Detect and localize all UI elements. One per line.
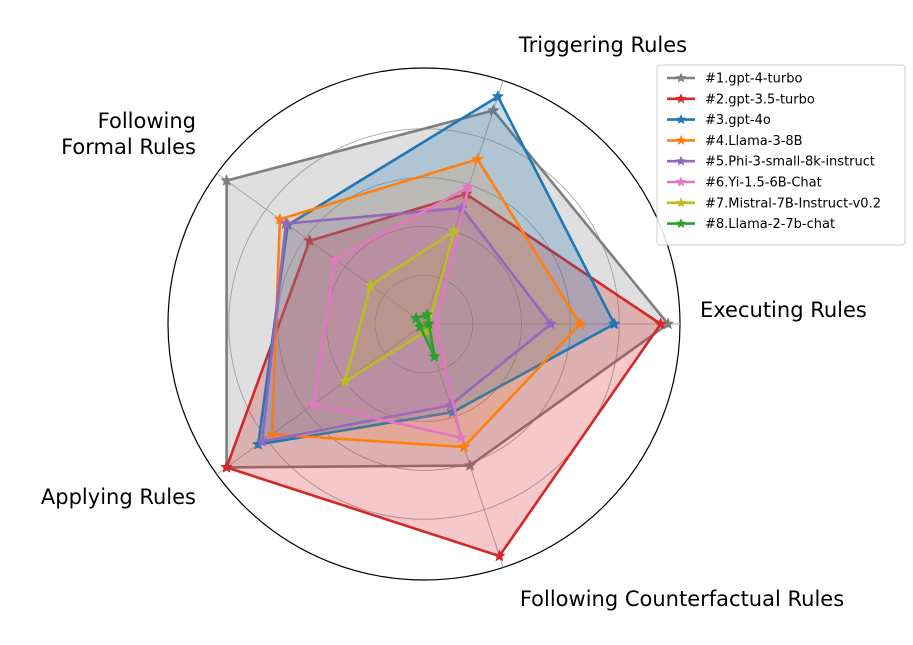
data-point [462, 180, 475, 193]
data-point [573, 317, 587, 330]
data-point [279, 216, 293, 229]
data-point [422, 317, 436, 330]
data-point [303, 234, 316, 247]
data-point [220, 173, 233, 186]
legend-entry: #5.Phi-3-small-8k-instruct [667, 155, 875, 170]
legend-marker [675, 155, 687, 166]
series-line [270, 157, 582, 449]
data-point [607, 317, 621, 330]
data-point [328, 252, 342, 265]
axis-labels: Executing Rules Triggering RulesFollowing… [41, 33, 867, 611]
data-point [447, 224, 461, 237]
series-line [260, 206, 553, 443]
data-point [409, 311, 423, 324]
data-point [338, 374, 352, 387]
data-point [544, 317, 558, 330]
axis-label: Applying Rules [41, 485, 196, 509]
legend-marker [675, 114, 687, 125]
legend-label: #5.Phi-3-small-8k-instruct [705, 155, 875, 170]
legend-marker [675, 197, 687, 208]
data-point [255, 434, 269, 447]
legend-marker [675, 134, 687, 145]
axis-spoke [216, 323, 425, 475]
axis-spoke [216, 173, 425, 325]
legend-entry: #1.gpt-4-turbo [667, 72, 802, 87]
series-area [272, 159, 581, 447]
legend-entry: #6.Yi-1.5-6B-Chat [667, 176, 822, 191]
data-point [471, 152, 484, 165]
legend-marker [675, 72, 687, 83]
legend-entry: #4.Llama-3-8B [667, 134, 803, 149]
series-line [225, 192, 662, 558]
series-line [312, 185, 470, 440]
data-point [463, 458, 477, 471]
legend-entry: #2.gpt-3.5-turbo [667, 92, 815, 107]
axis-label: Following Counterfactual Rules [520, 587, 844, 611]
axis-label: Triggering Rules [518, 33, 687, 57]
legend-label: #3.gpt-4o [705, 113, 771, 128]
legend-marker [675, 218, 687, 229]
legend-marker [675, 176, 687, 187]
series-4 [265, 152, 587, 453]
series-area [226, 194, 661, 557]
legend-label: #1.gpt-4-turbo [705, 72, 802, 87]
data-point [307, 397, 320, 410]
series-area [345, 231, 455, 382]
legend-entry: #7.Mistral-7B-Instruct-v0.2 [667, 196, 881, 211]
data-point [454, 431, 468, 444]
series-8 [409, 308, 441, 362]
series-2 [220, 187, 668, 562]
legend-label: #2.gpt-3.5-turbo [705, 92, 815, 107]
data-point [364, 278, 378, 291]
legend-marker [675, 93, 687, 104]
axis-label: Executing Rules [700, 298, 867, 322]
data-point [487, 103, 500, 116]
data-point [457, 440, 471, 453]
legend-entry: #8.Llama-2-7b-chat [667, 217, 835, 232]
axis-spoke [423, 80, 504, 325]
legend-label: #8.Llama-2-7b-chat [705, 217, 835, 232]
legend-entry: #3.gpt-4o [667, 113, 771, 128]
legend: #1.gpt-4-turbo #2.gpt-3.5-turbo #3.gpt-4o #… [656, 64, 906, 246]
series-6 [307, 180, 475, 444]
data-point [491, 89, 505, 102]
series-area [258, 96, 615, 445]
data-point [420, 308, 434, 321]
data-point [220, 460, 233, 473]
series-area [226, 110, 668, 468]
data-point [413, 320, 427, 333]
series-area [313, 187, 469, 438]
data-point [654, 317, 668, 330]
data-point [493, 549, 506, 562]
legend-label: #6.Yi-1.5-6B-Chat [705, 176, 822, 191]
legend-label: #4.Llama-3-8B [705, 134, 803, 149]
radar-series [220, 89, 675, 562]
data-point [265, 427, 279, 440]
legend-frame [656, 64, 906, 246]
legend-label: #7.Mistral-7B-Instruct-v0.2 [705, 196, 881, 211]
data-point [428, 349, 441, 362]
